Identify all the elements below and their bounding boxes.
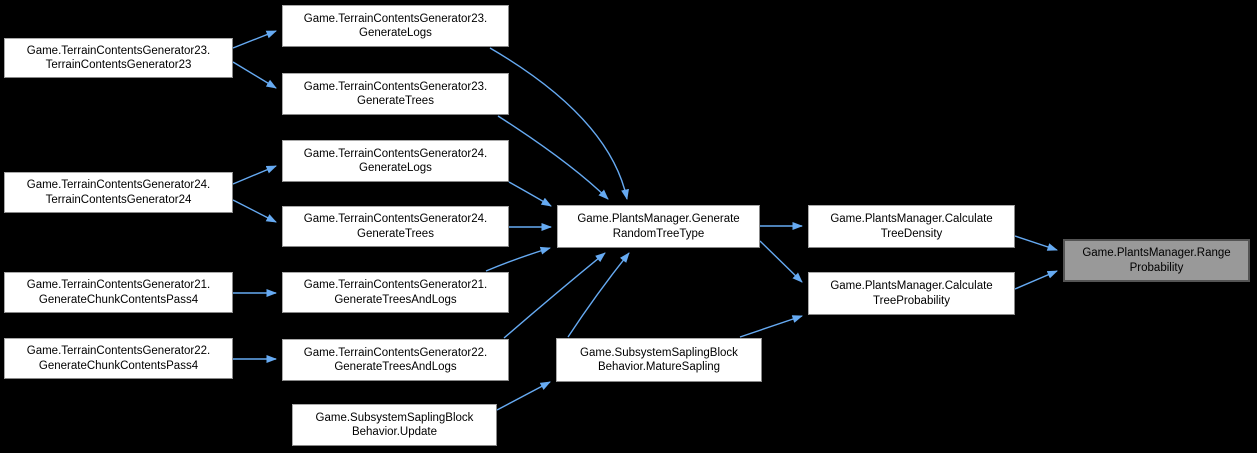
call-edge-tcg24-ctor-to-g24-logs xyxy=(232,165,277,185)
node-label: GenerateTreesAndLogs xyxy=(334,293,457,306)
node-label: Game.TerrainContentsGenerator23. xyxy=(303,80,488,93)
node-label: Game.TerrainContentsGenerator23. xyxy=(303,12,488,25)
node-label: Game.SubsystemSaplingBlock xyxy=(580,346,738,359)
node-label: Probability xyxy=(1129,261,1184,274)
call-edge-g24-logs-to-gen-random xyxy=(508,181,552,207)
call-edge-g23-logs-to-gen-random xyxy=(489,47,629,200)
call-edge-mature-to-calc-prob xyxy=(739,315,803,338)
node-label: GenerateChunkContentsPass4 xyxy=(38,359,199,372)
node-label: Game.PlantsManager.Calculate xyxy=(830,280,993,292)
node-label: TerrainContentsGenerator23 xyxy=(45,59,192,71)
node-label: Game.PlantsManager.Generate xyxy=(577,213,740,225)
call-edge-mature-to-gen-random xyxy=(567,252,630,338)
node-label: Game.PlantsManager.Range xyxy=(1082,247,1231,259)
graph-node-g23-trees[interactable]: Game.TerrainContentsGenerator23. Generate… xyxy=(282,73,509,115)
call-edge-g23-trees-to-gen-random xyxy=(497,115,609,200)
node-label: Game.TerrainContentsGenerator22. xyxy=(303,346,488,359)
node-label: Behavior.MatureSapling xyxy=(597,361,721,373)
node-label: TerrainContentsGenerator24 xyxy=(45,193,192,206)
call-edge-gen-random-to-calc-prob xyxy=(759,240,803,283)
node-label: Game.TerrainContentsGenerator23. xyxy=(26,44,211,57)
graph-node-tcg23-ctor[interactable]: Game.TerrainContentsGenerator23. TerrainC… xyxy=(4,38,233,78)
graph-node-g23-logs[interactable]: Game.TerrainContentsGenerator23. Generate… xyxy=(282,5,509,47)
node-label: Game.TerrainContentsGenerator24. xyxy=(26,179,211,191)
call-edge-g22-treeslogs-to-gen-random xyxy=(503,252,606,339)
node-label: Game.SubsystemSaplingBlock xyxy=(315,411,474,424)
graph-node-g24-logs[interactable]: Game.TerrainContentsGenerator24. Generate… xyxy=(282,140,509,182)
graph-node-g21-treeslogs[interactable]: Game.TerrainContentsGenerator21. Generate… xyxy=(282,272,509,313)
call-edge-g21-treeslogs-to-gen-random xyxy=(485,246,551,272)
node-label: GenerateTreesAndLogs xyxy=(334,361,457,373)
node-label: GenerateLogs xyxy=(359,27,432,39)
graph-node-tcg21-pass4[interactable]: Game.TerrainContentsGenerator21. Generate… xyxy=(4,272,233,313)
node-label: Behavior.Update xyxy=(351,426,438,438)
call-edge-tcg24-ctor-to-g24-trees xyxy=(232,199,277,223)
graph-node-g24-trees[interactable]: Game.TerrainContentsGenerator24. Generate… xyxy=(282,206,509,247)
node-label: Game.PlantsManager.Calculate xyxy=(830,213,993,225)
call-edge-calc-prob-to-range-prob xyxy=(1014,270,1058,290)
graph-node-g22-treeslogs[interactable]: Game.TerrainContentsGenerator22. Generate… xyxy=(282,339,509,381)
call-edge-update-to-mature xyxy=(496,381,551,411)
graph-node-tcg22-pass4[interactable]: Game.TerrainContentsGenerator22. Generate… xyxy=(4,338,233,379)
node-label: Game.TerrainContentsGenerator22. xyxy=(26,345,211,357)
node-label: Game.TerrainContentsGenerator24. xyxy=(303,147,488,160)
node-label: RandomTreeType xyxy=(612,227,705,240)
node-label: GenerateTrees xyxy=(357,95,434,107)
node-label: Game.TerrainContentsGenerator21. xyxy=(303,279,488,291)
node-label: TreeDensity xyxy=(880,227,943,240)
call-edge-calc-density-to-range-prob xyxy=(1014,235,1058,251)
node-label: Game.TerrainContentsGenerator21. xyxy=(26,279,211,291)
node-label: Game.TerrainContentsGenerator24. xyxy=(303,213,488,225)
call-edge-tcg23-ctor-to-g23-trees xyxy=(232,61,277,89)
node-label: GenerateLogs xyxy=(359,162,432,174)
node-label: GenerateTrees xyxy=(357,227,434,240)
node-label: GenerateChunkContentsPass4 xyxy=(38,293,199,306)
node-label: TreeProbability xyxy=(873,294,950,307)
graph-node-tcg24-ctor[interactable]: Game.TerrainContentsGenerator24. TerrainC… xyxy=(4,172,233,213)
call-edge-tcg23-ctor-to-g23-logs xyxy=(232,30,277,49)
